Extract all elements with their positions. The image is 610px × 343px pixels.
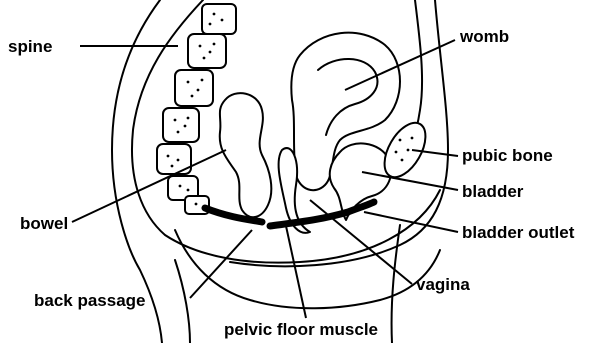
pelvic-floor-muscle-leader [286, 226, 306, 318]
bladder-outlet-leader [364, 212, 458, 232]
thigh-left [175, 260, 190, 343]
perineum-contour [175, 230, 440, 308]
label-spine: spine [8, 37, 52, 57]
label-pubic-bone: pubic bone [462, 146, 553, 166]
label-back-passage: back passage [34, 291, 146, 311]
label-vagina: vagina [416, 275, 470, 295]
label-pelvic-floor-muscle: pelvic floor muscle [224, 320, 378, 340]
thigh-right [392, 225, 400, 343]
bowel-shape [220, 93, 272, 217]
label-bowel: bowel [20, 214, 68, 234]
label-womb: womb [460, 27, 509, 47]
label-bladder-outlet: bladder outlet [462, 223, 574, 243]
label-bladder: bladder [462, 182, 523, 202]
